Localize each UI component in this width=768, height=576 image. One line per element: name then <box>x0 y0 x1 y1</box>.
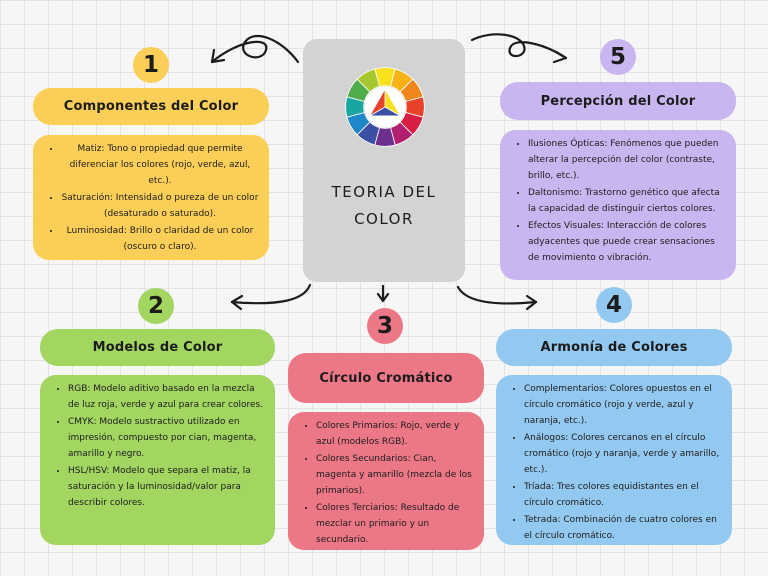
color-wheel-segment <box>356 68 380 93</box>
arrowhead-section-5 <box>552 50 568 64</box>
section-5-item: Efectos Visuales: Interacción de colores… <box>528 218 726 266</box>
section-1-number: 1 <box>133 47 169 83</box>
section-3-item: Colores Primarios: Rojo, verde y azul (m… <box>316 418 474 450</box>
arrow-to-section-4 <box>456 285 538 305</box>
arrow-to-section-5 <box>470 33 568 60</box>
color-wheel-icon <box>345 67 425 147</box>
section-2-item: CMYK: Modelo sustractivo utilizado en im… <box>68 414 265 462</box>
section-3-item: Colores Secundarios: Cian, magenta y ama… <box>316 451 474 499</box>
section-4-card: Complementarios: Colores opuestos en el … <box>496 375 732 545</box>
section-4-item: Análogos: Colores cercanos en el círculo… <box>524 430 722 478</box>
center-title: TEORIA DEL COLOR <box>331 183 437 228</box>
section-2-item: RGB: Modelo aditivo basado en la mezcla … <box>68 381 265 413</box>
section-5-number: 5 <box>600 39 636 75</box>
section-1-item: Matiz: Tono o propiedad que permite dife… <box>61 141 259 189</box>
section-1-title: Componentes del Color <box>33 88 269 125</box>
arrowhead-section-3 <box>376 292 390 303</box>
section-5-item: Ilusiones Ópticas: Fenómenos que pueden … <box>528 136 726 184</box>
section-2-number: 2 <box>138 288 174 324</box>
arrow-to-section-1 <box>210 34 300 64</box>
section-4-item: Tríada: Tres colores equidistantes en el… <box>524 479 722 511</box>
section-5-card: Ilusiones Ópticas: Fenómenos que pueden … <box>500 130 736 280</box>
section-4-item: Tetrada: Combinación de cuatro colores e… <box>524 512 722 544</box>
section-2-item: HSL/HSV: Modelo que separa el matiz, la … <box>68 463 265 511</box>
section-3-item: Colores Terciarios: Resultado de mezclar… <box>316 500 474 548</box>
arrowhead-section-2 <box>230 294 244 311</box>
section-5-item: Daltonismo: Trastorno genético que afect… <box>528 185 726 217</box>
section-4-item: Complementarios: Colores opuestos en el … <box>524 381 722 429</box>
section-3-card: Colores Primarios: Rojo, verde y azul (m… <box>288 412 484 550</box>
arrow-to-section-2 <box>230 283 312 305</box>
center-card: TEORIA DEL COLOR <box>303 39 465 282</box>
section-1-card: Matiz: Tono o propiedad que permite dife… <box>33 135 269 260</box>
section-3-number: 3 <box>367 308 403 344</box>
section-4-number: 4 <box>596 287 632 323</box>
section-3-title: Círculo Cromático <box>288 353 484 403</box>
section-1-item: Luminosidad: Brillo o claridad de un col… <box>61 223 259 255</box>
section-1-item: Saturación: Intensidad o pureza de un co… <box>61 190 259 222</box>
section-2-card: RGB: Modelo aditivo basado en la mezcla … <box>40 375 275 545</box>
arrowhead-section-4 <box>525 294 538 311</box>
section-4-title: Armonía de Colores <box>496 329 732 366</box>
section-2-title: Modelos de Color <box>40 329 275 366</box>
color-wheel-triangle <box>368 88 402 117</box>
arrowhead-section-1 <box>210 48 226 64</box>
section-5-title: Percepción del Color <box>500 82 736 120</box>
